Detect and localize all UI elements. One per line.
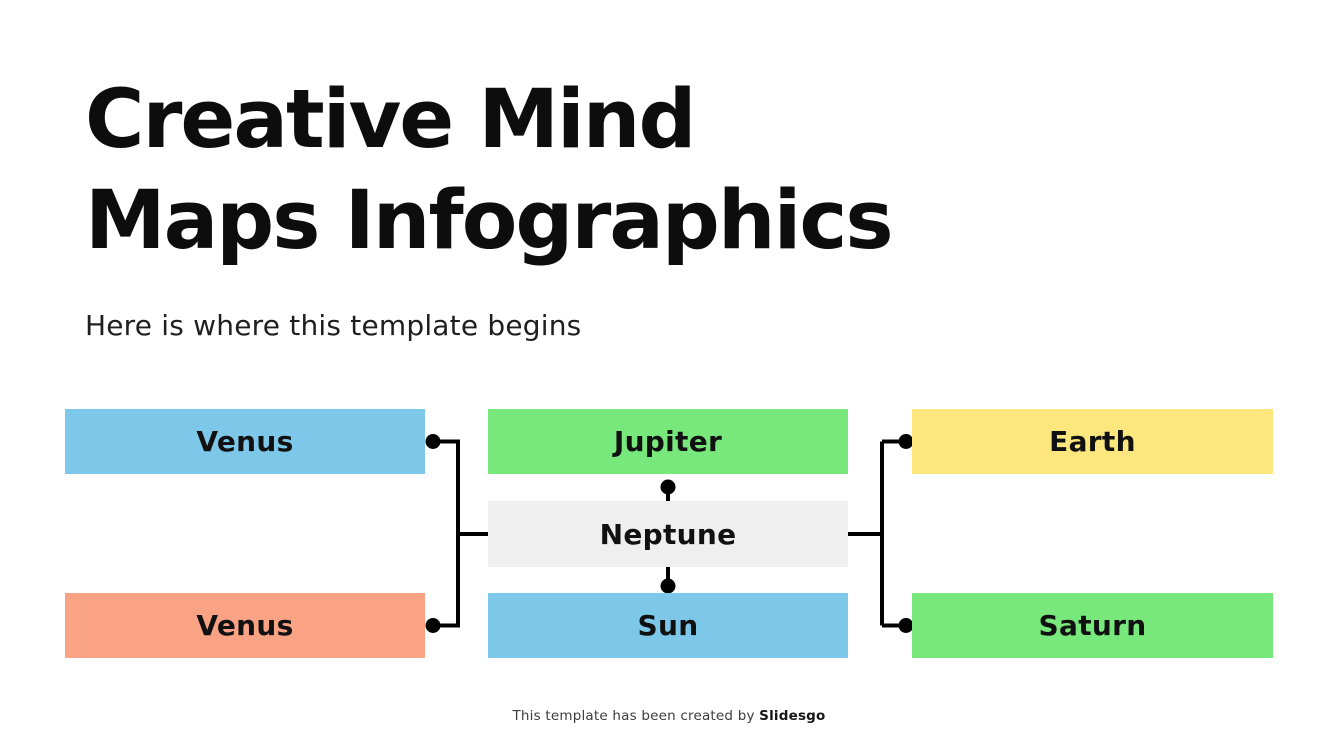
node-label: Neptune [599,517,737,551]
footer-brand: Slidesgo [759,708,826,724]
node-label: Earth [1049,425,1136,458]
connector-dot [660,578,676,594]
node-label: Saturn [1038,609,1147,642]
connector-dot [660,479,676,495]
title-line-1: Creative Mind [85,73,696,167]
node-label: Venus [196,425,294,458]
node-jupiter: Jupiter [488,409,848,474]
page-title: Creative Mind Maps Infographics [85,70,894,272]
node-venus-top: Venus [65,409,425,474]
node-neptune-center: Neptune [488,501,848,567]
node-label: Sun [637,609,699,642]
node-saturn: Saturn [912,593,1273,658]
title-line-2: Maps Infographics [85,174,894,268]
right-bracket-line [848,439,906,628]
node-venus-bottom: Venus [65,593,425,658]
subtitle: Here is where this template begins [85,309,582,342]
node-label: Jupiter [613,425,723,458]
node-earth: Earth [912,409,1273,474]
node-label: Venus [196,609,294,642]
node-sun: Sun [488,593,848,658]
footer-credit: This template has been created by Slides… [0,708,1338,724]
footer-credit-text: This template has been created by [512,708,760,724]
connector-dot [425,434,441,449]
left-bracket-line [433,439,488,628]
connector-dot [425,618,441,633]
